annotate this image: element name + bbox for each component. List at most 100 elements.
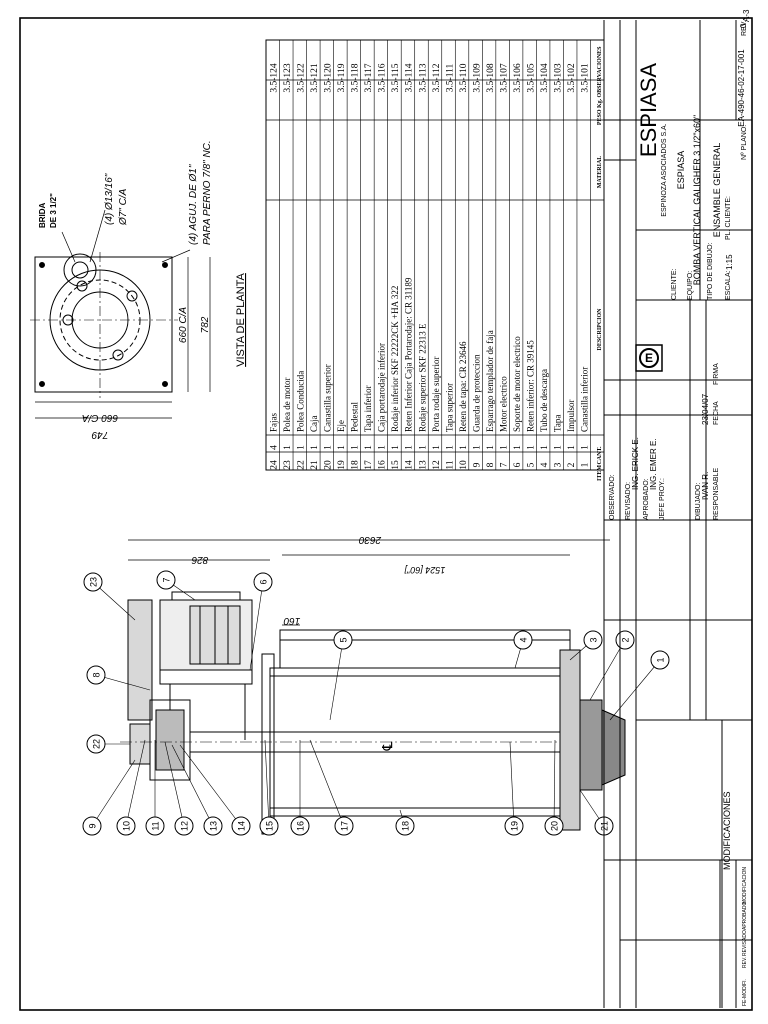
bom-cell-item: 1 xyxy=(581,462,591,467)
pl-cliente: PL. CLIENTE: xyxy=(725,196,732,240)
revisado-label: REVISADO: xyxy=(625,482,632,520)
bom-cell-qty: 1 xyxy=(364,445,374,450)
bom-cell-qty: 1 xyxy=(553,445,563,450)
bom-cell-item: 5 xyxy=(526,462,536,467)
plano-value: EA-490-46-02-17-001 xyxy=(737,49,746,127)
bom-cell-obs: 3.5-123 xyxy=(283,63,293,93)
balloon-label: 1 xyxy=(656,657,666,662)
bom-cell-desc: Fajas xyxy=(269,413,279,432)
rev-h-rev: REV. xyxy=(742,957,748,968)
balloon-label: 7 xyxy=(162,577,172,582)
fecha-header: FECHA xyxy=(713,401,720,425)
firma-header: FIRMA xyxy=(713,363,720,385)
balloon-20 xyxy=(544,816,564,836)
balloon-22 xyxy=(86,734,106,754)
bom-cell-obs: 3.5-120 xyxy=(324,63,334,93)
bom-cell-qty: 1 xyxy=(432,445,442,450)
balloon-label: 6 xyxy=(259,579,269,584)
bom-cell-obs: 3.5-108 xyxy=(486,63,496,93)
plan-dim-660-side: 660 C/A xyxy=(178,307,189,343)
bom-cell-obs: 3.5-116 xyxy=(378,63,388,92)
balloon-label: 9 xyxy=(88,823,98,828)
balloon-5 xyxy=(333,630,353,650)
bom-cell-qty: 1 xyxy=(459,445,469,450)
bom-cell-item: 12 xyxy=(432,460,442,470)
cliente-label: CLIENTE: xyxy=(671,268,678,300)
bom-cell-item: 13 xyxy=(418,460,428,470)
sheet-border xyxy=(19,17,753,1011)
equipo-label: EQUIPO: xyxy=(687,271,694,300)
modificaciones-title: MODIFICACIONES xyxy=(722,791,732,870)
bom-cell-qty: 1 xyxy=(405,445,415,450)
balloon-label: 5 xyxy=(339,637,349,642)
elevation-dims: 2630 826 1524 [60"] 160 ℄ xyxy=(191,534,445,752)
bom-cell-item: 18 xyxy=(351,460,361,470)
bom-cell-obs: 3.5-111 xyxy=(445,63,455,92)
observado-label: OBSERVADO: xyxy=(609,474,616,520)
bom-cell-obs: 3.5-106 xyxy=(513,63,523,93)
bom-cell-obs: 3.5-103 xyxy=(553,63,563,93)
bom-cell-obs: 3.5-101 xyxy=(581,63,591,93)
tipo-value: ENSAMBLE GENERAL xyxy=(712,143,722,238)
cliente-value: ESPIASA xyxy=(676,151,686,190)
balloon-label: 22 xyxy=(92,739,102,749)
plan-view xyxy=(30,209,211,419)
balloon-10 xyxy=(116,816,136,836)
bom-cell-obs: 3.5-117 xyxy=(364,63,374,92)
balloon-label: 17 xyxy=(340,821,350,831)
bom-cell-item: 19 xyxy=(337,460,347,470)
sheet-size: A-3 xyxy=(742,9,751,22)
bom-cell-obs: 3.5-115 xyxy=(391,63,401,92)
bom-cell-obs: 3.5-114 xyxy=(405,63,415,92)
bom-cell-obs: 3.5-121 xyxy=(310,63,320,93)
holes-2b-label: PARA PERNO 7/8" NC. xyxy=(202,140,213,245)
bom-cell-qty: 1 xyxy=(499,445,509,450)
logo-sub: ESPINOZA ASOCIADOS S.A. xyxy=(661,123,668,216)
bom-cell-desc: Tubo de descarga xyxy=(539,369,549,432)
bom-cell-qty: 4 xyxy=(270,445,280,450)
tipo-label: TIPO DE DIBUJO: xyxy=(707,242,714,300)
plano-label: Nº PLANO: xyxy=(741,125,748,160)
rev-h-revisado: REVISADO xyxy=(742,930,748,956)
bom-cell-desc: Polea de motor xyxy=(282,378,292,433)
balloon-12 xyxy=(174,816,194,836)
balloon-6 xyxy=(253,572,273,592)
bom-cell-obs: 3.5-107 xyxy=(499,63,509,93)
bom-cell-item: 10 xyxy=(459,460,469,470)
balloon-label: 18 xyxy=(401,821,411,831)
balloon-18 xyxy=(395,816,415,836)
bom-cell-item: 16 xyxy=(378,460,388,470)
balloon-label: 19 xyxy=(510,821,520,831)
bom-cell-qty: 1 xyxy=(391,445,401,450)
bom-cell-desc: Impulsor xyxy=(566,399,576,432)
bom-header-item: ITEM xyxy=(597,465,603,481)
bom-cell-obs: 3.5-124 xyxy=(270,63,280,93)
bom-cell-qty: 1 xyxy=(445,445,455,450)
holes-1-label: (4) Ø13/16" xyxy=(104,173,115,225)
bom-cell-desc: Esparrago templador de faja xyxy=(485,330,495,432)
logo: E xyxy=(635,344,663,372)
plan-dim-749: 749 xyxy=(91,429,108,440)
bom-cell-obs: 3.5-109 xyxy=(472,63,482,93)
balloon-23 xyxy=(83,572,103,592)
bom-cell-qty: 1 xyxy=(324,445,334,450)
dibujado-name: IVAN R. xyxy=(701,472,710,500)
balloon-14 xyxy=(231,816,251,836)
bom-cell-desc: Polea Conducida xyxy=(296,371,306,432)
balloon-1 xyxy=(650,650,670,670)
bom-cell-qty: 1 xyxy=(418,445,428,450)
equipo-value: BOMBA VERTICAL GALIGHER 3 1/2"x60" xyxy=(692,115,702,285)
balloon-label: 3 xyxy=(589,637,599,642)
balloon-label: 4 xyxy=(519,637,529,642)
bom-cell-qty: 1 xyxy=(567,445,577,450)
plan-dim-782: 782 xyxy=(200,316,211,333)
bom-cell-qty: 1 xyxy=(310,445,320,450)
balloon-label: 20 xyxy=(550,821,560,831)
bom-cell-obs: 3.5-110 xyxy=(459,63,469,92)
dim-1524: 1524 [60"] xyxy=(404,565,445,575)
balloon-label: 16 xyxy=(296,821,306,831)
balloon-3 xyxy=(583,630,603,650)
bom-cell-item: 24 xyxy=(270,460,280,470)
